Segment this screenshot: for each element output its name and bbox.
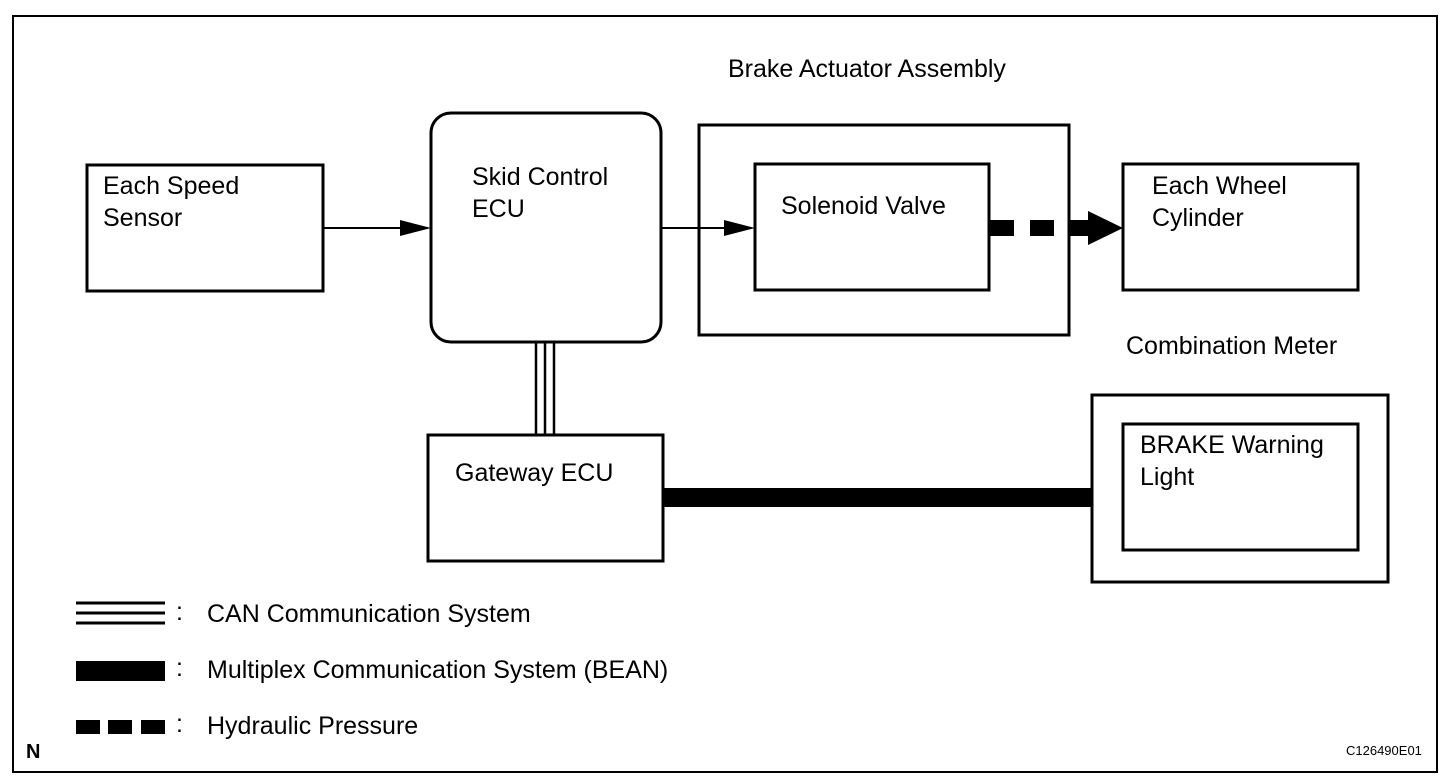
gateway-ecu-label: Gateway ECU [455, 459, 614, 487]
outer-frame [12, 15, 1438, 773]
actuator-assembly-title: Brake Actuator Assembly [728, 55, 1006, 83]
legend-hydraulic-colon: : [176, 710, 183, 738]
legend-bean-colon: : [176, 654, 183, 682]
legend-bean-label: Multiplex Communication System (BEAN) [207, 656, 669, 684]
wheel-cylinder-label-line1: Each Wheel [1152, 172, 1287, 200]
warning-light-label-line2: Light [1140, 463, 1195, 491]
skid-ecu-label-line2: ECU [472, 195, 525, 223]
hydraulic-pressure-arrow [990, 211, 1123, 245]
legend-bean-symbol [76, 661, 165, 681]
brake-actuator-assembly-box [697, 123, 1071, 337]
corner-mark: N [26, 741, 41, 763]
wheel-cylinder-label-line2: Cylinder [1152, 204, 1244, 232]
can-communication-line [534, 342, 556, 435]
skid-control-ecu-box [429, 111, 663, 344]
combination-meter-title: Combination Meter [1126, 332, 1338, 360]
warning-light-box [1121, 422, 1360, 552]
legend-can-colon: : [176, 598, 183, 626]
skid-ecu-label-line1: Skid Control [472, 163, 609, 191]
sensor-to-ecu-arrow [323, 220, 431, 236]
legend-hydraulic-label: Hydraulic Pressure [207, 712, 419, 740]
solenoid-valve-box [753, 162, 991, 292]
legend-hydraulic-symbol [76, 720, 165, 734]
speed-sensor-label-line2: Sensor [103, 204, 183, 232]
wheel-cylinder-box [1121, 162, 1360, 292]
legend-can-label: CAN Communication System [207, 600, 531, 628]
gateway-ecu-box [426, 433, 665, 563]
bean-communication-line [663, 488, 1092, 507]
figure-code: C126490E01 [1346, 743, 1422, 758]
warning-light-label-line1: BRAKE Warning [1140, 431, 1324, 459]
solenoid-valve-label: Solenoid Valve [781, 192, 946, 220]
ecu-to-solenoid-arrow [661, 220, 755, 236]
speed-sensor-label-line1: Each Speed [103, 172, 240, 200]
legend-can-symbol [76, 601, 165, 625]
